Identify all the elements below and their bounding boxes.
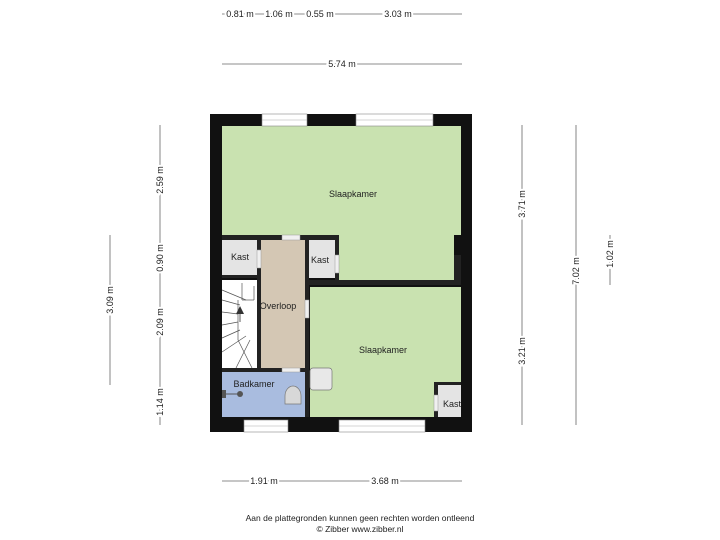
label-slaapkamer-top: Slaapkamer bbox=[329, 189, 377, 199]
label-kast-right: Kast bbox=[443, 399, 462, 409]
dim-top-303: 3.03 m bbox=[384, 9, 412, 19]
doors bbox=[256, 234, 439, 412]
dim-bottom-191: 1.91 m bbox=[250, 476, 278, 486]
stair-arrow-icon bbox=[236, 306, 244, 314]
dim-left-114: 1.14 m bbox=[155, 388, 165, 416]
label-kast-left: Kast bbox=[231, 252, 250, 262]
dim-left-309: 3.09 m bbox=[105, 286, 115, 314]
room-slaapkamer-top bbox=[222, 126, 461, 235]
dim-top-055: 0.55 m bbox=[306, 9, 334, 19]
label-badkamer: Badkamer bbox=[233, 379, 274, 389]
footer-credit: © Zibber www.zibber.nl bbox=[316, 524, 404, 534]
room-kast-right bbox=[438, 385, 461, 417]
toilet-icon bbox=[284, 385, 302, 405]
dim-top-081: 0.81 m bbox=[226, 9, 254, 19]
label-kast-mid: Kast bbox=[311, 255, 330, 265]
dimension-lines bbox=[109, 13, 611, 482]
room-kast-left bbox=[222, 240, 257, 275]
label-overloop: Overloop bbox=[260, 301, 297, 311]
dimension-labels: 0.81 m 1.06 m 0.55 m 3.03 m 5.74 m 2.59 … bbox=[103, 7, 617, 488]
room-overloop bbox=[261, 240, 305, 368]
room-slaapkamer-top-ext bbox=[339, 233, 454, 280]
staircase-icon bbox=[221, 283, 255, 369]
dim-right-371: 3.71 m bbox=[517, 190, 527, 218]
dim-left-259: 2.59 m bbox=[155, 166, 165, 194]
dim-right-321: 3.21 m bbox=[517, 337, 527, 365]
dim-right-102: 1.02 m bbox=[605, 240, 615, 268]
dim-top-106: 1.06 m bbox=[265, 9, 293, 19]
window-glass-lines bbox=[244, 119, 433, 427]
dim-bottom-368: 3.68 m bbox=[371, 476, 399, 486]
dim-left-090: 0.90 m bbox=[155, 244, 165, 272]
shower-icon bbox=[309, 367, 333, 391]
dim-left-209: 2.09 m bbox=[155, 308, 165, 336]
dim-right-702: 7.02 m bbox=[571, 257, 581, 285]
label-slaapkamer-bottom: Slaapkamer bbox=[359, 345, 407, 355]
dim-top-574: 5.74 m bbox=[328, 59, 356, 69]
footer-disclaimer: Aan de plattegronden kunnen geen rechten… bbox=[245, 513, 475, 523]
room-kast-mid bbox=[308, 240, 335, 278]
sink-icon bbox=[222, 390, 243, 398]
